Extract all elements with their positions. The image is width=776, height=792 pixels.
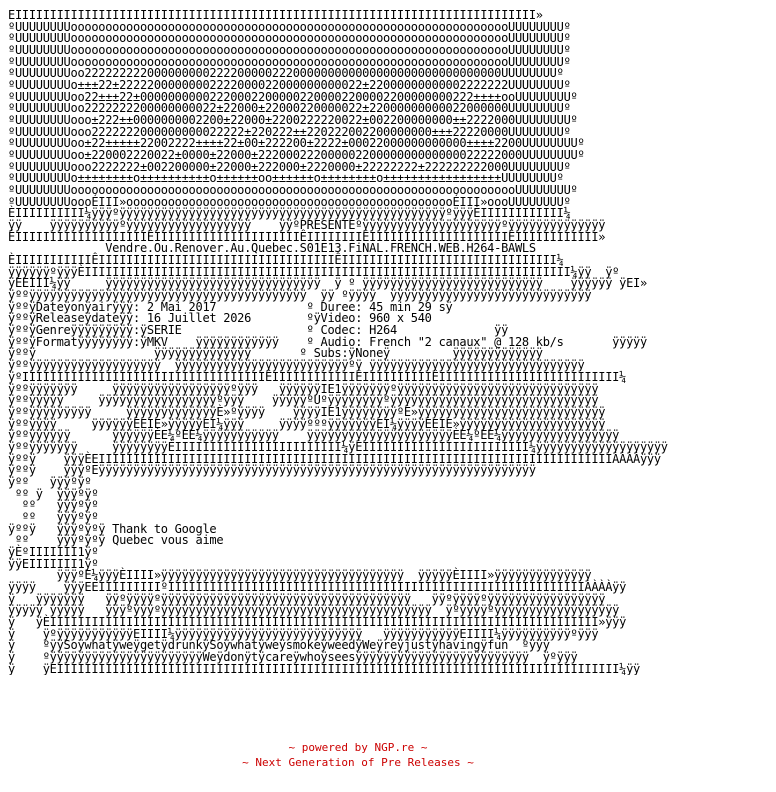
nfo-line: ºUUUUUUUUoo±220002220022±0000±22000±2220… [8, 148, 585, 163]
nfo-line: ÿººÿÿÿÿÿÿÿÿÿÿÿÿÿÿÿÿÿÿÿ ÿÿÿÿÿÿÿÿÿÿÿÿÿÿÿÿÿ… [8, 358, 585, 373]
nfo-line: ÿ ÿÈIIIIIIIIIIIIIIIIIIIIIIIIIIIIIIIIIIII… [8, 614, 627, 629]
nfo-line: ÿººÿÿÿÿÿ ÿÿÿÿÿÿÿÿÿÿÿÿÿÿÿÿÿºÿÿÿ ÿÿÿÿÿºUºÿ… [8, 393, 599, 408]
nfo-line: ºUUUUUUUUooooooooooooooooooooooooooooooo… [8, 183, 578, 198]
nfo-line: ÿÿEIIIIIII1ÿº [8, 556, 99, 571]
nfo-line: ÿÿÿºE¼ÿÿÿÈIIII»ÿÿÿÿÿÿÿÿÿÿÿÿÿÿÿÿÿÿÿÿÿÿÿÿÿ… [8, 568, 592, 583]
nfo-line: ºº ÿÿÿºÿº [8, 498, 99, 513]
nfo-line: ÉIIIIIIIIIIIIIIIIIIIIIIIIIIIIIIIIIIIIIII… [8, 10, 543, 22]
nfo-line: ºUUUUUUUUoooÉIII»ooooooooooooooooooooooo… [8, 194, 571, 209]
nfo-line: ºUUUUUUUUo±±±±±±±±o±±±±±±±±±±o±±±±±±oo±±… [8, 171, 564, 186]
nfo-line: Vendre.Ou.Renover.Au.Quebec.S01E13.FiNAL… [8, 241, 536, 256]
nfo-line: ÈIIIIIIIIIIIÊIIIIIIIIIIIIIIIIIIIIIIIIIII… [8, 253, 564, 268]
nfo-line: ÿººÿÿÿÿÿÿÿ ÿÿÿÿÿÿÿÿÈIIIIIIIIIIIIIIIIIIII… [8, 439, 668, 454]
nfo-line: ÿ ºÿÿÿÿÿÿÿÿÿÿÿÿÿÿÿÿÿÿÿÿÿÿWeÿdonÿtÿcareÿw… [8, 649, 578, 664]
nfo-line: ºº ÿÿÿºÿº [8, 509, 99, 524]
nfo-line: ÿººÿFormatÿÿÿÿÿÿÿÿ:ÿMKV ÿÿÿÿÿÿÿÿÿÿÿÿ º A… [8, 334, 647, 349]
nfo-line: ÿººÿ ÿÿÿºÿºÿ Thank to Google [8, 521, 217, 536]
nfo-line: ÿÈEIII¼ÿÿ ÿÿÿÿÿÿÿÿÿÿÿÿÿÿÿÿÿÿÿÿÿÿÿÿÿÿÿÿÿÿ… [8, 276, 647, 291]
nfo-line: ºUUUUUUUUo±±±22±222220000000022220000220… [8, 78, 571, 93]
nfo-line: ÿºº ÿÿÿºÿº [8, 474, 92, 489]
nfo-line: ÿººÿÿÿÿÿÿÿ ÿÿÿÿÿÿÿÿÿÿÿÿÿÿÿÿÿºÿÿÿ ÿÿÿÿÿÿI… [8, 381, 599, 396]
nfo-line: ÿ ÿºÿÿÿÿÿÿÿÿÿÿÿEIIII¼ÿÿÿÿÿÿÿÿÿÿÿÿÿÿÿÿÿÿÿ… [8, 626, 599, 641]
nfo-line: ºUUUUUUUUooooooooooooooooooooooooooooooo… [8, 19, 571, 34]
nfo-line: ºUUUUUUUUooo2222222000000000022222±22022… [8, 124, 571, 139]
nfo-line: ÿººÿÿÿÿÿÿ ÿÿÿÿÿÿÈE¼ºÈE¼ÿÿÿÿÿÿÿÿÿÿÿ ÿÿÿÿÿ… [8, 428, 620, 443]
nfo-line: ÿÿÿÿ ÿÿÿEEIIIIIIIIIºIIIIIIIIIIIIIIIIIIII… [8, 579, 627, 594]
footer-tagline: ~ Next Generation of Pre Releases ~ [242, 756, 474, 769]
nfo-line: ºUUUUUUUUooo±222±±0000000002200±22000±22… [8, 113, 578, 128]
nfo-line: ºUUUUUUUUoo22222222200000000022220000022… [8, 66, 564, 81]
nfo-line: ÿÿÿÿÿÿºÿÿÿÈIIIIIIIIIIIIIIIIIIIIIIIIIIIII… [8, 264, 620, 279]
nfo-line: ºº ÿÿÿºÿºÿ Quebec vous aime [8, 533, 224, 548]
nfo-line: ÉIIIIIIIIIIIIIIIIIIIÊIIIIIIIIIIIIIIIIIII… [8, 229, 606, 244]
nfo-line: ºUUUUUUUUoo±22±±±±±22002222±±±±22±00±222… [8, 136, 585, 151]
nfo-line: ºUUUUUUUUoo2222222200000000022±22000±220… [8, 101, 571, 116]
nfo-line: ÿººÿÿÿÿÿÿÿÿÿÿÿÿÿÿÿÿÿÿÿÿÿÿÿÿÿÿÿÿÿÿÿÿÿÿÿÿÿ… [8, 288, 592, 303]
nfo-line: ÿººÿ ÿÿÿÈEIIIIIIIIIIIIIIIIIIIIIIIIIIIIII… [8, 451, 661, 466]
nfo-line: ÿººÿReleaseÿdateÿÿ: 16 Juillet 2026 ºÿVi… [8, 311, 432, 326]
nfo-line: ÿººÿDateÿonÿairÿÿÿ: 2 Mai 2017 º Duree: … [8, 299, 453, 314]
nfo-line: ÿºIIIIIIIIIIIIIIIIIIIIIIIIIIIIIIIIIIIÊII… [8, 369, 627, 384]
nfo-line: ºUUUUUUUUooooooooooooooooooooooooooooooo… [8, 31, 571, 46]
nfo-line: ÿÿÿÿÿ ÿÿÿÿÿ ÿÿÿºÿÿÿºÿÿÿÿÿÿÿÿÿÿÿÿÿÿÿÿÿÿÿÿ… [8, 603, 620, 618]
nfo-line: ÿ ÿEIIIIIIIIIIIIIIIIIIIIIIIIIIIIIIIIIIII… [8, 661, 640, 676]
nfo-line: ÿººÿGenreÿÿÿÿÿÿÿÿÿ:ÿSERIE º Codec: H264 … [8, 323, 509, 338]
nfo-line: ºUUUUUUUUoo22±±±22±000000000022200022000… [8, 89, 578, 104]
nfo-line: ÿ ºÿÿSoÿwhatÿweÿgetÿdrunkÿSoÿwhatÿweÿsmo… [8, 638, 550, 653]
nfo-line: ÿººÿ ÿÿÿÿÿÿÿÿÿÿÿÿÿÿ º Subs:ÿNoneÿ ÿÿÿÿÿÿ… [8, 346, 543, 361]
nfo-line: ºº ÿ ÿÿÿºÿº [8, 486, 99, 501]
nfo-line: ÈIIIIIIIIII¼ÿÿÿºÿÿÿÿÿÿÿÿÿÿÿÿÿÿÿÿÿÿÿÿÿÿÿÿ… [8, 206, 571, 221]
footer-powered-by: ~ powered by NGP.re ~ [288, 741, 428, 754]
nfo-line: ÿÿ ÿÿÿÿÿÿÿÿÿÿºÿÿÿÿÿÿÿÿÿÿÿÿÿÿÿÿÿÿ ÿÿºPRES… [8, 218, 606, 233]
nfo-line: ºUUUUUUUUooo2222222±002200000±22000±2220… [8, 159, 571, 174]
nfo-line: ºUUUUUUUUooooooooooooooooooooooooooooooo… [8, 43, 571, 58]
nfo-line: ÿººÿÿÿÿÿÿÿÿÿ ÿÿÿÿÿÿÿÿÿÿÿÿÿÈ»ºÿÿÿÿ ÿÿÿÿIE… [8, 404, 606, 419]
nfo-line: ÿ ÿÿÿÿÿÿÿ ÿÿºÿÿÿÿºÿÿÿÿÿÿÿÿÿÿÿÿÿÿÿÿÿÿÿÿÿÿ… [8, 591, 606, 606]
nfo-line: ÿÈºIIIIIII1ÿº [8, 544, 99, 559]
nfo-ascii-art: ÉIIIIIIIIIIIIIIIIIIIIIIIIIIIIIIIIIIIIIII… [8, 10, 774, 675]
nfo-line: ÿººÿÿÿÿ ÿÿÿÿÿÿÈEIE»ÿÿÿÿÿEI¼ÿÿÿ ÿÿÿÿºººÿÿ… [8, 416, 606, 431]
nfo-line: ºUUUUUUUUooooooooooooooooooooooooooooooo… [8, 54, 571, 69]
nfo-line: ÿººÿ ÿÿÿºEÿÿÿÿÿÿÿÿÿÿÿÿÿÿÿÿÿÿÿÿÿÿÿÿÿÿÿÿÿÿ… [8, 463, 536, 478]
